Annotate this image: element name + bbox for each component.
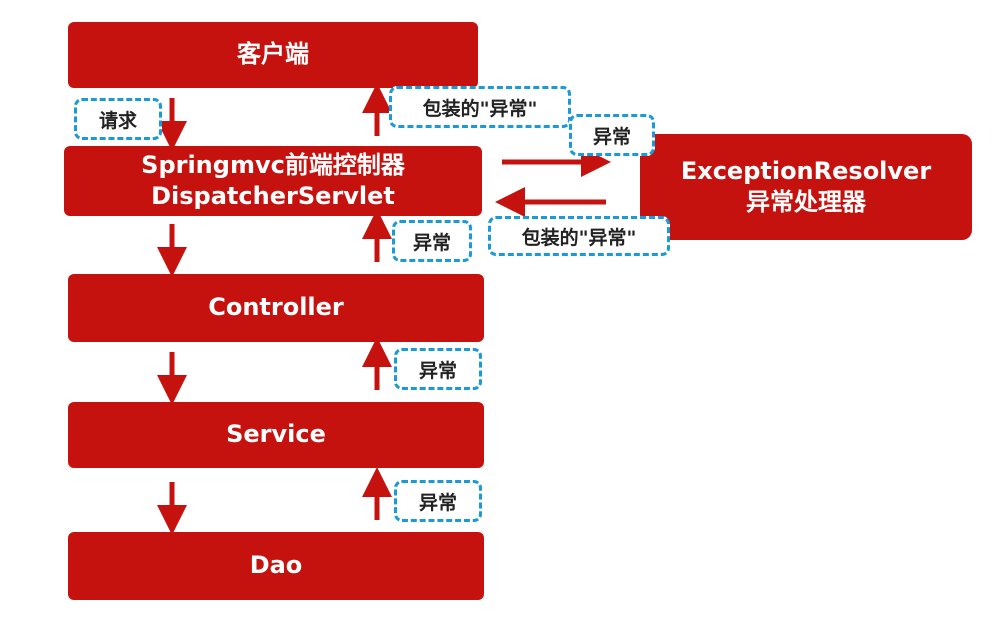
controller-box: Controller xyxy=(68,274,484,342)
exception-to-resolver-text: 异常 xyxy=(592,125,631,148)
exception-from-dao-text: 异常 xyxy=(418,491,457,514)
wrapped-exception-up-text: 包装的"异常" xyxy=(422,97,538,120)
exception-from-controller-tag: 异常 xyxy=(392,220,472,262)
client-label: 客户端 xyxy=(237,40,309,69)
dao-label: Dao xyxy=(249,551,303,580)
service-label: Service xyxy=(226,420,326,449)
exception-from-service-text: 异常 xyxy=(418,359,457,382)
dispatcher-label-line1: Springmvc前端控制器 xyxy=(141,150,405,179)
dispatcher-servlet-box: Springmvc前端控制器 DispatcherServlet xyxy=(64,146,482,216)
service-box: Service xyxy=(68,402,484,468)
controller-label: Controller xyxy=(208,293,344,322)
exception-from-controller-text: 异常 xyxy=(412,231,451,254)
exception-to-resolver-tag: 异常 xyxy=(569,114,655,156)
request-tag-text: 请求 xyxy=(98,109,137,132)
dao-box: Dao xyxy=(68,532,484,600)
request-tag: 请求 xyxy=(74,98,162,140)
exception-resolver-box: ExceptionResolver 异常处理器 xyxy=(640,134,972,240)
wrapped-exception-up-tag: 包装的"异常" xyxy=(389,86,571,128)
dispatcher-label-line2: DispatcherServlet xyxy=(151,182,395,210)
client-box: 客户端 xyxy=(68,22,478,88)
exception-from-dao-tag: 异常 xyxy=(394,480,482,522)
wrapped-exception-back-tag: 包装的"异常" xyxy=(488,216,670,256)
resolver-label-line2: 异常处理器 xyxy=(746,188,866,216)
resolver-label-line1: ExceptionResolver xyxy=(680,156,932,185)
exception-from-service-tag: 异常 xyxy=(394,348,482,390)
wrapped-exception-back-text: 包装的"异常" xyxy=(521,226,637,249)
